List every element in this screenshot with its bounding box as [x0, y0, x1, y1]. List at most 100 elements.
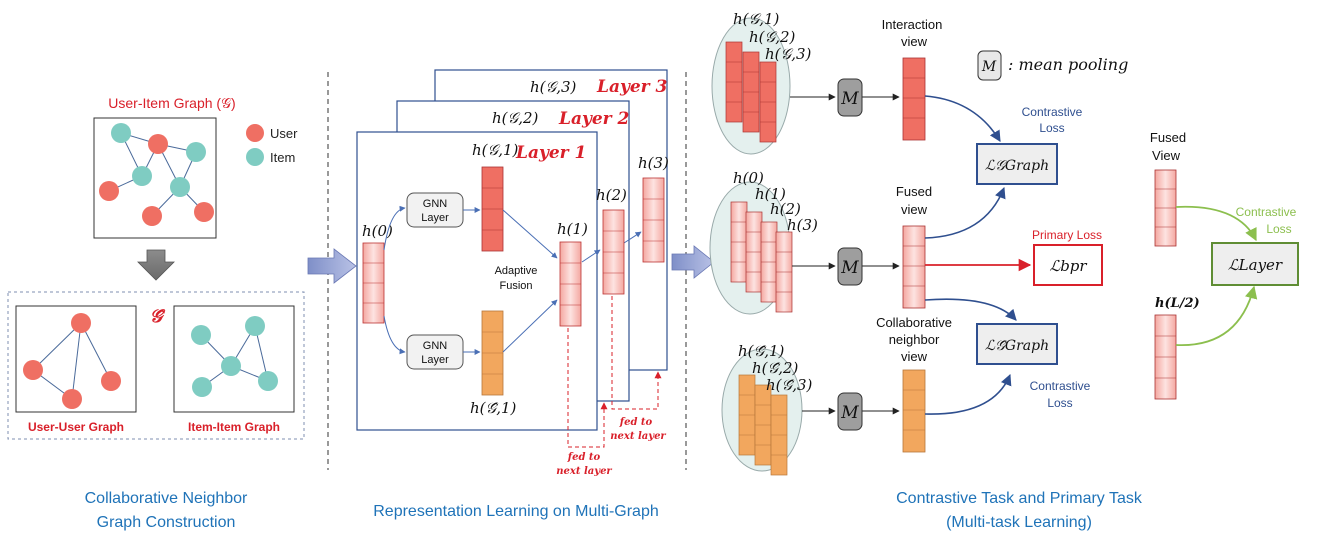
collab-view-line2: neighbor: [889, 332, 940, 347]
mean-pooling-key: M: [977, 50, 1002, 81]
loss-graph-ghat-label: ℒ𝒢̂Graph: [985, 338, 1049, 354]
gnn-top-line2: Layer: [421, 212, 449, 224]
loss-layer-box: [1211, 242, 1299, 286]
h0-label: h(0): [362, 222, 393, 240]
contrastive-loss-top-line2: Loss: [1039, 121, 1064, 135]
contrastive-loss-bottom-line2: Loss: [1047, 396, 1072, 410]
fed-label-2-line1: fed to: [619, 417, 653, 428]
h-ghat1-label: h(𝒢̂,1): [470, 399, 517, 417]
legend-user-label: User: [270, 126, 298, 141]
legend-user-dot: [246, 124, 264, 142]
top-h3-label: h(𝒢,3): [765, 45, 812, 63]
h1-vector: [559, 241, 582, 327]
h3-label: h(3): [638, 154, 669, 172]
layer3-h-label: h(𝒢,3): [530, 78, 577, 96]
bottom-stack-vectors: [738, 374, 788, 476]
fused-view-vector: [902, 225, 926, 309]
user-user-graph-label: User-User Graph: [28, 420, 124, 434]
mean-pooling-text: : mean pooling: [1008, 55, 1128, 74]
top-h1-label: h(𝒢,1): [733, 10, 780, 28]
middle-stack-vectors: [730, 201, 793, 313]
collab-view-line3: view: [901, 349, 928, 364]
layer1-card: [356, 131, 598, 431]
fused-view-line2: view: [901, 202, 928, 217]
middle-section-title: Representation Learning on Multi-Graph: [373, 503, 659, 520]
top-h2-label: h(𝒢,2): [749, 28, 796, 46]
top-stack-vectors: [725, 41, 777, 143]
layer2-h-label: h(𝒢,2): [492, 109, 539, 127]
adaptive-fusion-line2: Fusion: [499, 280, 532, 292]
m-top-label: M: [840, 89, 859, 109]
mean-pool-middle: M: [837, 247, 863, 286]
h-l2-label: h(L/2): [1155, 296, 1200, 311]
m-bot-label: M: [840, 403, 859, 423]
fed-label-2-line2: next layer: [610, 431, 666, 442]
pooling-input-arrows: [790, 93, 900, 415]
contrastive-loss-bottom-line1: Contrastive: [1030, 379, 1091, 393]
bot-h1-label: h(𝒢̂,1): [738, 342, 785, 360]
g-hat-symbol: 𝒢̂: [150, 306, 166, 327]
layer2-title: Layer 2: [558, 109, 630, 129]
layer1-title: Layer 1: [515, 143, 586, 163]
layer3-title: Layer 3: [596, 77, 668, 97]
right-section-title-line2: (Multi-task Learning): [946, 514, 1092, 531]
fed-label-1-line1: fed to: [567, 452, 601, 463]
gnn-bottom-line1: GNN: [423, 340, 448, 352]
fed-to-next-layer-arrows: [567, 296, 662, 448]
loss-graph-g-box: [976, 143, 1058, 185]
loss-bpr-label: ℒbpr: [1049, 257, 1087, 275]
input-arrow-icon: [307, 248, 357, 284]
layer-contrastive-arrows: [1175, 205, 1258, 346]
m-mid-label: M: [840, 258, 859, 278]
user-item-graph-title: User-Item Graph (𝒢): [108, 95, 235, 111]
adaptive-fusion-line1: Adaptive: [495, 265, 538, 277]
mean-pool-key-m: M: [981, 59, 997, 75]
loss-bpr-box: [1033, 244, 1103, 286]
output-arrow-icon: [671, 245, 715, 279]
contrastive-graph-arrows: [924, 95, 1017, 415]
left-section-title-line1: Collaborative Neighbor: [85, 490, 248, 507]
h1-label: h(1): [557, 220, 588, 238]
gnn-bottom-line2: Layer: [421, 354, 449, 366]
h-l2-vector: [1154, 314, 1177, 400]
h2-vector: [602, 209, 625, 295]
layer1-h-label: h(𝒢,1): [472, 141, 519, 159]
collab-view-line1: Collaborative: [876, 315, 952, 330]
legend-item-dot: [246, 148, 264, 166]
bot-h3-label: h(𝒢̂,3): [766, 376, 813, 394]
gnn-input-arrows: [383, 205, 481, 355]
collab-view-vector: [902, 369, 926, 453]
user-item-graph-nodes: [99, 123, 214, 226]
fed-label-1-line2: next layer: [556, 466, 612, 477]
contrastive-loss-right-line1: Contrastive: [1236, 205, 1297, 219]
fused-view-line1: Fused: [896, 184, 932, 199]
interaction-view-line1: Interaction: [882, 17, 943, 32]
right-fused-view-line2: View: [1152, 148, 1181, 163]
mid-h1-label: h(1): [755, 185, 786, 203]
interaction-view-vector: [902, 57, 926, 141]
interaction-view-line2: view: [901, 34, 928, 49]
down-arrow-icon: [137, 249, 175, 281]
right-fused-view-line1: Fused: [1150, 130, 1186, 145]
h0-vector: [362, 242, 385, 324]
mid-h3-label: h(3): [787, 216, 818, 234]
h3-vector: [642, 177, 665, 263]
left-section-title-line2: Graph Construction: [97, 514, 236, 531]
mean-pool-top: M: [837, 78, 863, 117]
user-user-graph-nodes: [23, 313, 121, 409]
right-section-title-line1: Contrastive Task and Primary Task: [896, 490, 1143, 507]
loss-graph-g-label: ℒ𝒢Graph: [985, 158, 1049, 174]
contrastive-loss-top-line1: Contrastive: [1022, 105, 1083, 119]
mid-h0-label: h(0): [733, 169, 764, 187]
h-g1-vector: [481, 166, 504, 252]
item-item-graph-label: Item-Item Graph: [188, 420, 280, 434]
contrastive-loss-right-line2: Loss: [1266, 222, 1291, 236]
right-fused-vector: [1154, 169, 1177, 247]
fusion-arrows: [502, 209, 642, 353]
mean-pool-bottom: M: [837, 392, 863, 431]
h-ghat1-vector: [481, 310, 504, 396]
collab-graph-dashed-box: [7, 291, 305, 440]
h2-label: h(2): [596, 186, 627, 204]
